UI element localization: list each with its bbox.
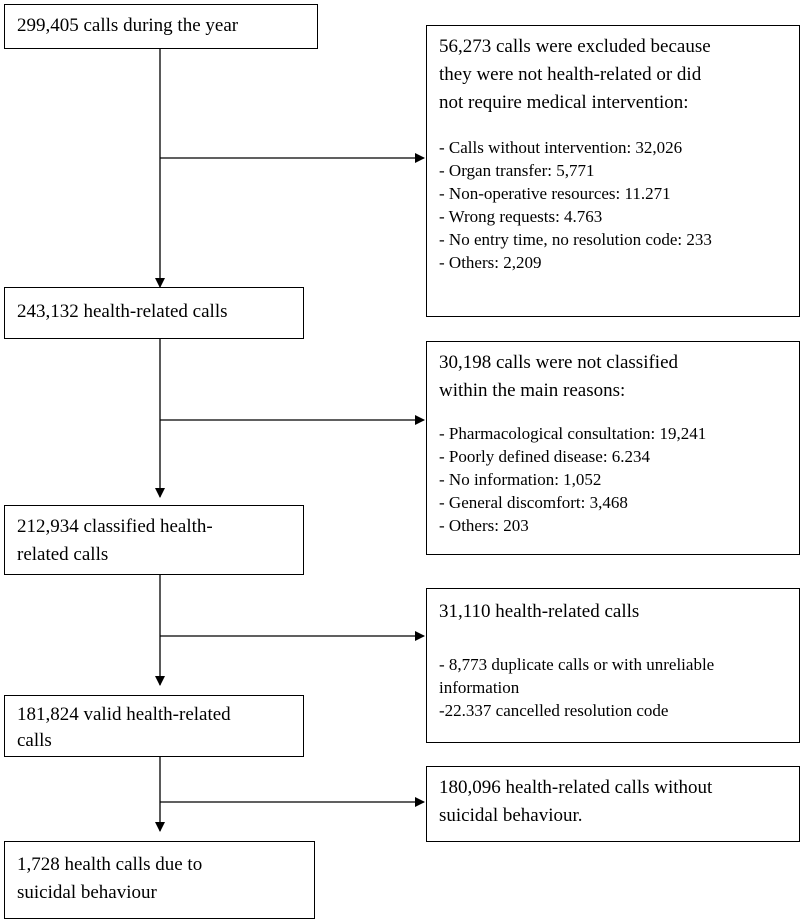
side-box-list: - 8,773 duplicate calls or with unreliab…: [439, 653, 714, 722]
main-box-valid: 181,824 valid health-related calls: [4, 695, 304, 757]
main-box-text-line-2: calls: [17, 730, 52, 751]
main-box-text-line-2: related calls: [17, 544, 109, 565]
side-box-unclassified-calls: 30,198 calls were not classified within …: [426, 341, 800, 555]
main-box-classified: 212,934 classified health- related calls: [4, 505, 304, 575]
main-box-text-line-1: 212,934 classified health-: [17, 516, 213, 537]
side-box-title-line-1: 31,110 health-related calls: [439, 601, 640, 622]
side-box-invalid-calls: 31,110 health-related calls - 8,773 dupl…: [426, 588, 800, 743]
list-item: - Calls without intervention: 32,026: [439, 138, 683, 157]
side-box-non-suicidal-calls: 180,096 health-related calls without sui…: [426, 766, 800, 842]
list-item: - No entry time, no resolution code: 233: [439, 230, 712, 249]
main-box-text-line-1: 1,728 health calls due to: [17, 854, 203, 875]
side-box-title-line-2: within the main reasons:: [439, 380, 626, 401]
main-box-text: 299,405 calls during the year: [17, 15, 239, 36]
list-item: -22.337 cancelled resolution code: [439, 701, 669, 720]
side-box-excluded-calls: 56,273 calls were excluded because they …: [426, 25, 800, 317]
list-item: information: [439, 678, 520, 697]
side-box-title-line-3: not require medical intervention:: [439, 92, 689, 113]
list-item: - Others: 203: [439, 516, 529, 535]
side-box-list: - Pharmacological consultation: 19,241 -…: [439, 422, 706, 537]
main-box-text-line-1: 181,824 valid health-related: [17, 704, 231, 725]
side-box-title-line-1: 30,198 calls were not classified: [439, 352, 679, 373]
list-item: - 8,773 duplicate calls or with unreliab…: [439, 655, 715, 674]
side-box-title-line-2: suicidal behaviour.: [439, 805, 583, 826]
side-box-list: - Calls without intervention: 32,026 - O…: [439, 136, 712, 274]
list-item: - Wrong requests: 4.763: [439, 207, 603, 226]
main-box-text: 243,132 health-related calls: [17, 301, 228, 322]
list-item: - No information: 1,052: [439, 470, 602, 489]
main-box-total-calls: 299,405 calls during the year: [4, 4, 318, 49]
side-box-title-line-1: 180,096 health-related calls without: [439, 777, 713, 798]
side-box-title-line-2: they were not health-related or did: [439, 64, 702, 85]
side-box-title-line-1: 56,273 calls were excluded because: [439, 36, 711, 57]
main-box-health-related: 243,132 health-related calls: [4, 287, 304, 339]
list-item: - Pharmacological consultation: 19,241: [439, 424, 707, 443]
main-box-suicidal-behaviour: 1,728 health calls due to suicidal behav…: [4, 841, 315, 919]
list-item: - General discomfort: 3,468: [439, 493, 628, 512]
list-item: - Organ transfer: 5,771: [439, 161, 595, 180]
main-box-text-line-2: suicidal behaviour: [17, 882, 157, 903]
list-item: - Poorly defined disease: 6.234: [439, 447, 651, 466]
list-item: - Others: 2,209: [439, 253, 542, 272]
list-item: - Non-operative resources: 11.271: [439, 184, 671, 203]
